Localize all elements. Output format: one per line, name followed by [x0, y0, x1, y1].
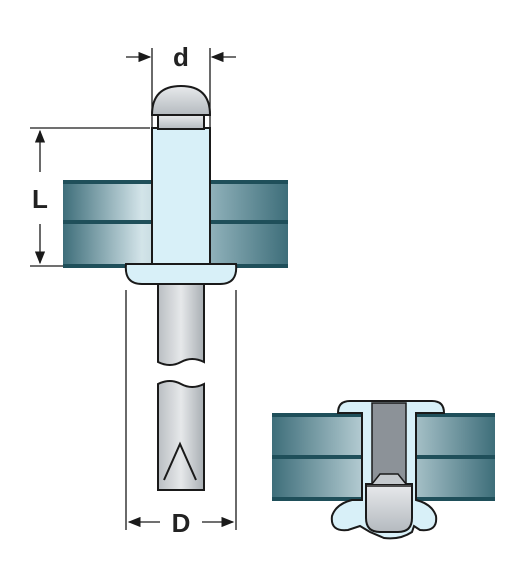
mandrel-shank-upper	[157, 283, 205, 366]
mandrel-head	[150, 84, 212, 130]
set-rivet	[330, 400, 446, 540]
dimension-d	[126, 48, 236, 128]
mandrel-shank-lower	[157, 380, 205, 491]
dimension-L-label: L	[32, 184, 48, 214]
dimension-D	[125, 290, 237, 530]
dimension-D-label: D	[172, 508, 191, 538]
dimension-d-label: d	[173, 42, 189, 72]
rivet-sleeve	[124, 127, 238, 285]
dimension-L	[30, 127, 150, 267]
